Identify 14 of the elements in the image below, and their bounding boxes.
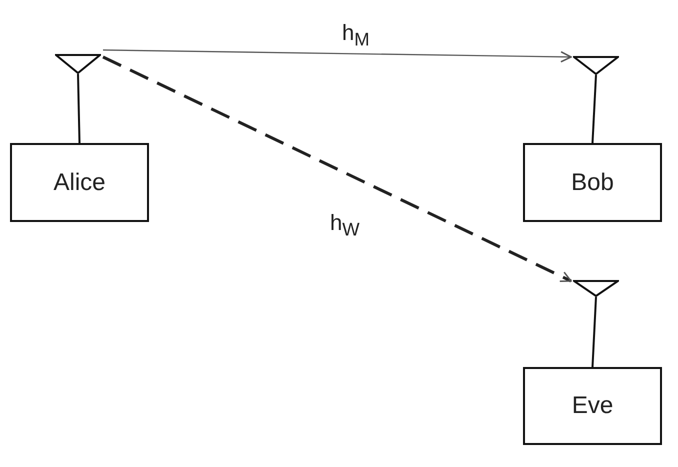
antenna-icon <box>55 54 101 74</box>
antenna-stem <box>592 74 597 144</box>
station-box <box>523 143 662 222</box>
arrow <box>103 49 572 63</box>
antenna-icon <box>573 56 619 75</box>
station-name: Bob <box>571 168 614 196</box>
station-box <box>523 367 662 445</box>
station-name: Eve <box>572 392 614 420</box>
station-box <box>10 143 149 222</box>
station-name: Alice <box>53 168 106 196</box>
antenna-icon <box>573 280 619 297</box>
antenna-stem <box>77 74 80 144</box>
antenna-stem <box>592 296 597 368</box>
dashed-arrow <box>102 56 572 282</box>
